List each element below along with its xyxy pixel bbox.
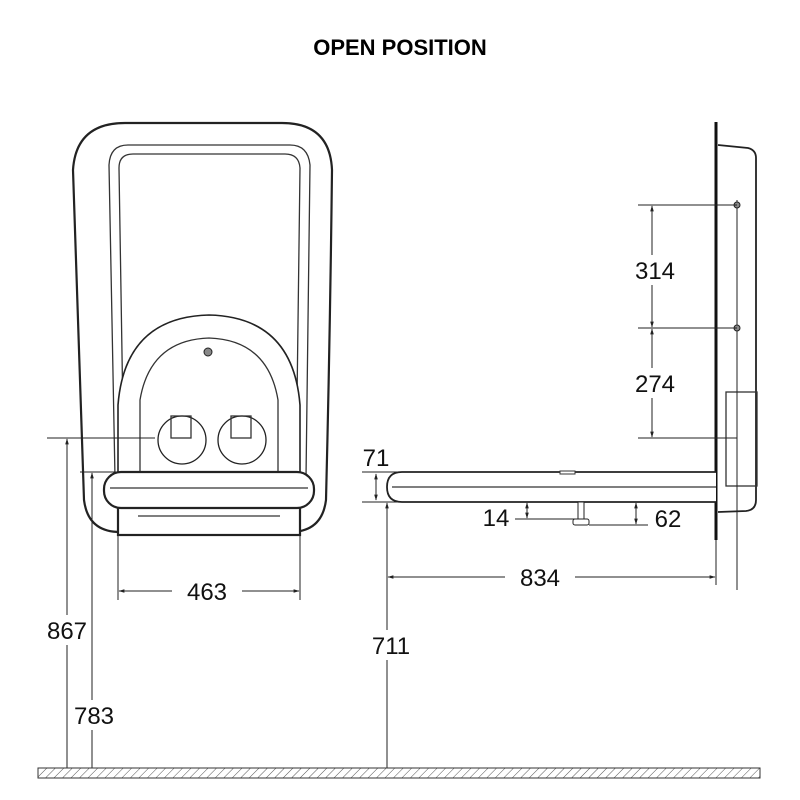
front-strap-slot-left [157, 415, 207, 465]
dim-71-label: 71 [363, 445, 390, 472]
dim-14-label: 14 [483, 505, 510, 532]
front-strap-slot-right [217, 415, 267, 465]
front-seat-bar [102, 470, 316, 510]
side-leg [577, 501, 585, 521]
dim-width-label: 463 [187, 579, 227, 606]
dim-62-label: 62 [655, 506, 682, 533]
front-seat-base [116, 503, 302, 537]
front-inner-frame [108, 144, 311, 479]
dim-711-label: 711 [372, 633, 410, 660]
dim-274-label: 274 [635, 371, 675, 398]
floor-line [37, 767, 761, 779]
side-leg-foot [572, 518, 590, 526]
dim-834-label: 834 [520, 565, 560, 592]
dim-867-label: 867 [47, 618, 87, 645]
dim-783-label: 783 [74, 703, 114, 730]
front-inner-frame-line [118, 153, 301, 479]
strap-buckle-left [170, 415, 192, 439]
front-arch [117, 314, 301, 478]
front-view: 463 867 783 [45, 121, 334, 768]
front-arch-inner [139, 337, 279, 478]
side-view: 314 274 71 14 62 834 711 [362, 122, 758, 768]
side-notch [559, 470, 576, 475]
diagram-title: OPEN POSITION [313, 35, 487, 60]
strap-buckle-right [230, 415, 252, 439]
side-hinge-box [725, 391, 758, 487]
dim-314-label: 314 [635, 258, 675, 285]
front-screw-icon [203, 347, 213, 357]
